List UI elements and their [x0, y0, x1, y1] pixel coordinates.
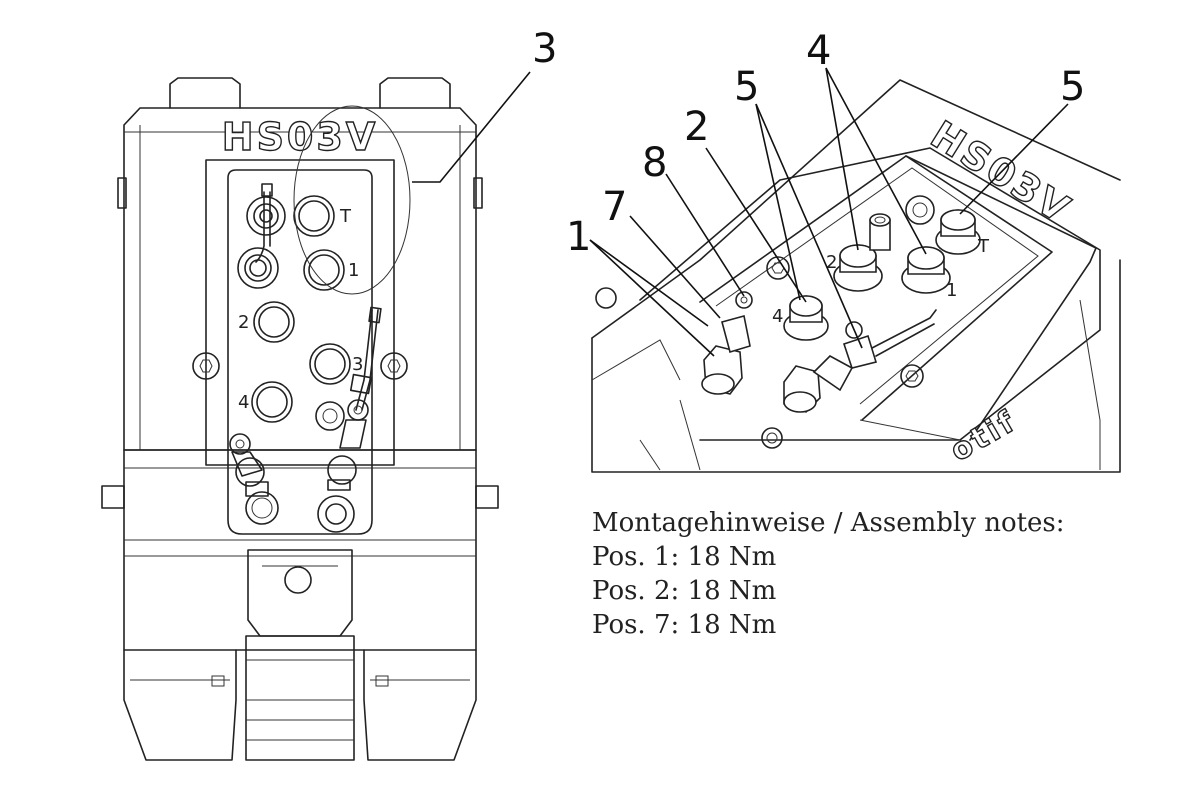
leader-5c [959, 103, 1069, 215]
leader-4b [825, 67, 927, 255]
assembly-notes: Montagehinweise / Assembly notes: Pos. 1… [592, 506, 1065, 642]
port-valve [315, 401, 345, 431]
iso-port [901, 246, 951, 294]
callout-1: 1 [566, 214, 591, 260]
front-view: HS03V T [101, 26, 557, 761]
callout-5-right: 5 [1060, 64, 1085, 110]
leg-right [363, 649, 477, 761]
leader-2 [705, 147, 807, 303]
iso-plate-edge [905, 155, 1097, 441]
note-item: Pos. 7: 18 Nm [592, 610, 777, 640]
leader-5a [755, 103, 801, 301]
latch-stem [245, 635, 355, 761]
port-label-2: 2 [238, 312, 249, 333]
iso-top-edge [591, 79, 1121, 339]
port-4 [251, 381, 293, 423]
callout-4: 4 [806, 28, 831, 74]
leader-8 [665, 173, 745, 297]
port-label-T: T [339, 206, 352, 227]
port-plate-frame [205, 159, 395, 466]
port-3 [309, 343, 351, 385]
embossed-label: HS03V [222, 115, 378, 159]
port-coupling [246, 196, 286, 236]
top-tab-right [379, 77, 451, 109]
iso-view: HS03V otif [566, 28, 1121, 473]
iso-port-label-1: 1 [946, 280, 957, 301]
port-label-4: 4 [238, 392, 249, 413]
leader-1b [589, 239, 715, 357]
port-bottom [317, 495, 355, 533]
top-tab-left [169, 77, 241, 109]
screw-icon [380, 352, 408, 380]
note-item: Pos. 2: 18 Nm [592, 576, 777, 606]
port-plate [227, 169, 373, 535]
screw-icon [900, 364, 924, 388]
fitting-left [229, 433, 279, 525]
leader-3 [412, 71, 531, 183]
iso-port-label-T: T [977, 236, 990, 257]
iso-port [935, 209, 981, 255]
iso-port [783, 295, 829, 341]
iso-frame [591, 259, 1121, 473]
callout-2: 2 [684, 104, 709, 150]
notes-heading: Montagehinweise / Assembly notes: [592, 508, 1065, 538]
screw-icon [192, 352, 220, 380]
port-label-3: 3 [352, 354, 363, 375]
iso-coupling [869, 213, 891, 251]
detail-circle [293, 105, 411, 295]
iso-plate [699, 155, 1053, 421]
port-2 [253, 301, 295, 343]
iso-fitting-1 [701, 291, 753, 395]
leader-1a [589, 239, 709, 327]
port-T [293, 195, 335, 237]
leader-4a [825, 67, 859, 251]
callout-7: 7 [602, 184, 627, 230]
callout-8: 8 [642, 140, 667, 186]
iso-port [833, 244, 883, 292]
leg-left [123, 649, 237, 761]
screw-icon [905, 195, 935, 225]
port-coupling-2 [237, 247, 279, 289]
leader-7 [629, 215, 721, 319]
iso-port-label-4: 4 [772, 306, 783, 327]
iso-fitting-2 [783, 309, 937, 413]
hose-line [255, 191, 265, 263]
leader-5b [755, 103, 863, 349]
callout-5: 5 [734, 64, 759, 110]
callout-3: 3 [532, 26, 557, 72]
iso-port-label-2: 2 [826, 252, 837, 273]
port-1 [303, 249, 345, 291]
fitting-right [327, 373, 373, 491]
port-label-1: 1 [348, 260, 359, 281]
brand-fragment: otif [945, 403, 1023, 468]
note-item: Pos. 1: 18 Nm [592, 542, 777, 572]
